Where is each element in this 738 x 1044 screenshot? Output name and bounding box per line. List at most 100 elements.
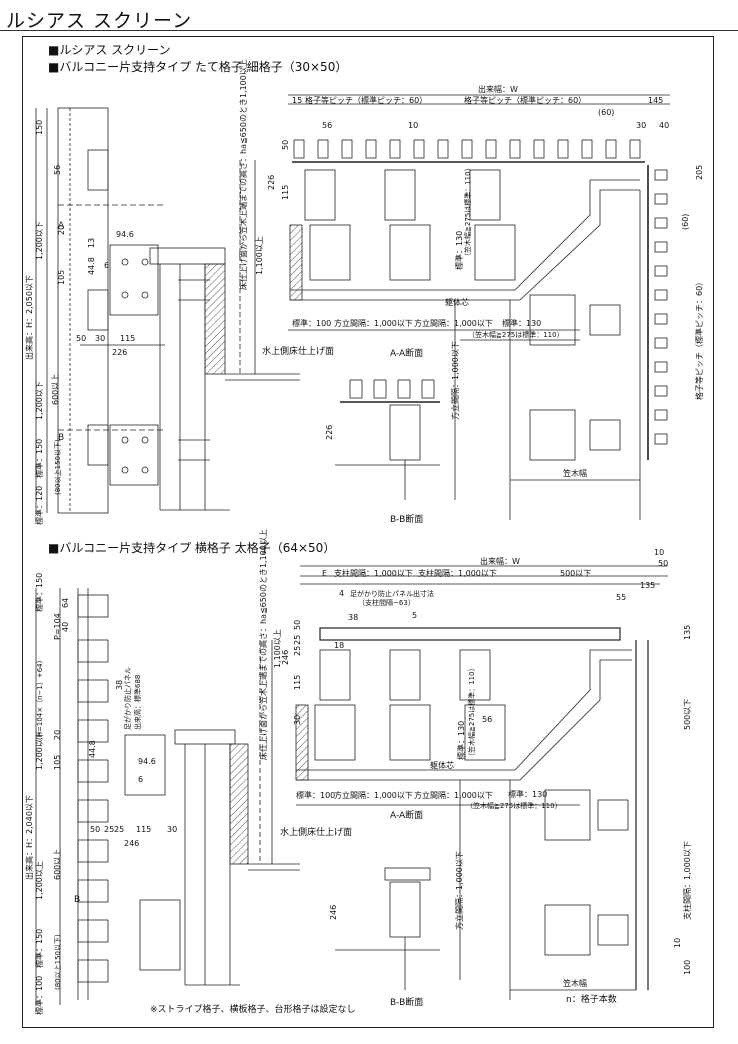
b-std130-v: 標準：130: [456, 721, 466, 760]
b-kasagi-note-v: （笠木幅≧275は標準：110）: [467, 664, 476, 760]
b-dim-55: 55: [616, 593, 626, 602]
b-dim-115-h: 115: [136, 825, 151, 834]
dim-94-6: 94.6: [116, 230, 134, 239]
b-floor-label: 水上側床仕上げ面: [280, 826, 352, 838]
dim-1100: 1,100以上: [255, 236, 264, 275]
b-dim-40: 40: [61, 622, 70, 632]
dim-height-2050: 出来高：H：2,050以下: [24, 275, 34, 360]
b-kasagi-width: 笠木幅: [563, 978, 587, 988]
b-panel-vertical: 足がかり防止パネル: [123, 667, 132, 730]
dim-226: 226: [267, 175, 276, 190]
b-dim-38: 38: [115, 680, 124, 690]
dim-1200-upper: 1,200以下: [35, 221, 44, 260]
width-w-top: 出来幅：W: [478, 84, 518, 94]
b-dim-25-h2: 25: [114, 825, 124, 834]
pitch-label-side: 格子等ピッチ（標準ピッチ：60）: [694, 278, 704, 400]
section-bb-top: B-B断面: [390, 513, 423, 525]
top-left-elevation: [35, 107, 165, 514]
top-aa-plan: [288, 94, 670, 520]
b-dim-25-a: 25: [293, 635, 302, 645]
std130-horizontal: 標準：130: [502, 318, 541, 328]
b-std100-h: 標準：100: [296, 790, 335, 800]
post-interval-2: 方立間隔：1,000以下: [414, 318, 493, 328]
top-parapet-section: [149, 160, 300, 511]
post-interval-vertical: 方立間隔：1,000以下: [450, 341, 460, 420]
page-title: ルシアス スクリーン: [6, 10, 193, 32]
b-dim-1200: 1,200以下: [35, 731, 44, 770]
bottom-parapet-section: [174, 640, 300, 986]
dim-145: 145: [648, 96, 663, 105]
b-support-v: 支柱間隔：1,000以下: [682, 841, 692, 920]
floor-label: 水上側床仕上げ面: [262, 345, 334, 357]
b-dim-4: 4: [339, 589, 344, 598]
dim-205: 205: [695, 165, 704, 180]
b-formula: (H=104×（n−1）+64): [36, 660, 44, 740]
header-vertical-type: ■バルコニー片支持タイプ たて格子 細格子（30×50）: [48, 59, 347, 74]
dim-44-8: 44.8: [87, 257, 96, 275]
b-beam-core: 躯体芯: [430, 760, 454, 770]
section-aa-top: A-A断面: [390, 347, 423, 359]
b-dim-94-6: 94.6: [138, 757, 156, 766]
footnote: ※ストライプ格子、横板格子、台形格子は設定なし: [150, 1003, 356, 1015]
b-dim-246-h: 246: [124, 839, 139, 848]
dim-6: 6: [104, 261, 109, 270]
b-dim-30-h: 30: [167, 825, 177, 834]
bottom-aa-plan: [295, 565, 668, 1000]
dim-1200-lower: 1,200以下: [35, 381, 44, 420]
b-dim-1200b: 1,200以上: [35, 861, 44, 900]
b-dim-e: E: [322, 569, 327, 578]
section-mark-b: B: [58, 433, 64, 443]
b-section-aa: A-A断面: [390, 809, 423, 821]
dim-50: 50: [281, 140, 290, 150]
b-height-note: 床仕上げ面から笠木上端までの高さ：ha≦650のとき1,100以上: [258, 529, 268, 760]
b-post-interval-b: 方立間隔：1,000以下: [414, 790, 493, 800]
b-post-interval-1: 支柱間隔：1,000以下: [334, 568, 413, 578]
b-dim-80-150: (80以上150以下): [53, 934, 62, 990]
pitch-label-2: 格子等ピッチ（標準ピッチ：60）: [464, 95, 586, 105]
dim-105: 105: [57, 270, 66, 285]
b-dim-600: 600以上: [53, 849, 62, 880]
b-dim-1100: 1,100以上: [273, 629, 282, 668]
b-dim-25-h: 25: [104, 825, 114, 834]
b-p104: P=104: [53, 613, 62, 640]
dim-13: 13: [87, 238, 96, 248]
b-dim-135: 135: [640, 581, 655, 590]
n-note: n：格子本数: [566, 993, 617, 1005]
b-dim-6: 6: [138, 775, 143, 784]
header-horizontal-type: ■バルコニー片支持タイプ 横格子 太格子（64×50）: [48, 540, 335, 555]
dim-15: 15: [292, 96, 302, 105]
b-height-2040: 出来高：H：2,040以下: [24, 795, 34, 880]
dim-50-h: 50: [76, 334, 86, 343]
b-dim-56: 56: [482, 715, 492, 724]
b-dim-500-v: 500以下: [683, 699, 692, 730]
b-dim-105: 105: [53, 755, 62, 770]
std100: 標準：100: [292, 318, 331, 328]
dim-115: 115: [281, 185, 290, 200]
b-std100: 標準：100: [34, 976, 44, 1015]
b-post-interval-v: 方立間隔：1,000以下: [454, 851, 464, 930]
b-dim-50-h: 50: [90, 825, 100, 834]
top-bb-section: [335, 379, 440, 500]
dim-56: 56: [322, 121, 332, 130]
b-dim-150: 標準：150: [34, 573, 44, 612]
vertical-slats-row: [293, 139, 641, 159]
b-std150: 標準：150: [34, 929, 44, 968]
b-panel-note-2: （支柱間隔−63）: [358, 598, 415, 607]
b-dim-100b: 100: [683, 960, 692, 975]
dim-226-h: 226: [112, 348, 127, 357]
title-divider: [0, 30, 738, 31]
b-dim-38: 38: [348, 613, 358, 622]
b-dim-20: 20: [53, 730, 62, 740]
b-dim-44-8: 44.8: [88, 740, 97, 758]
b-dim-18: 18: [334, 641, 344, 650]
b-dim-30: 30: [293, 715, 302, 725]
b-dim-5: 5: [412, 611, 417, 620]
dim-30: 30: [636, 121, 646, 130]
std130-vertical: 標準：130: [454, 231, 464, 270]
b-dim-50: 50: [658, 559, 668, 568]
header-product: ■ルシアス スクリーン: [48, 43, 171, 57]
dim-60-paren-b: (60): [681, 214, 690, 230]
kasagi-note-vertical: （笠木幅≧275は標準：110）: [463, 164, 472, 260]
kasagi-note-horizontal: （笠木幅≧275は標準：110）: [468, 330, 564, 339]
b-dim-135-v: 135: [683, 625, 692, 640]
